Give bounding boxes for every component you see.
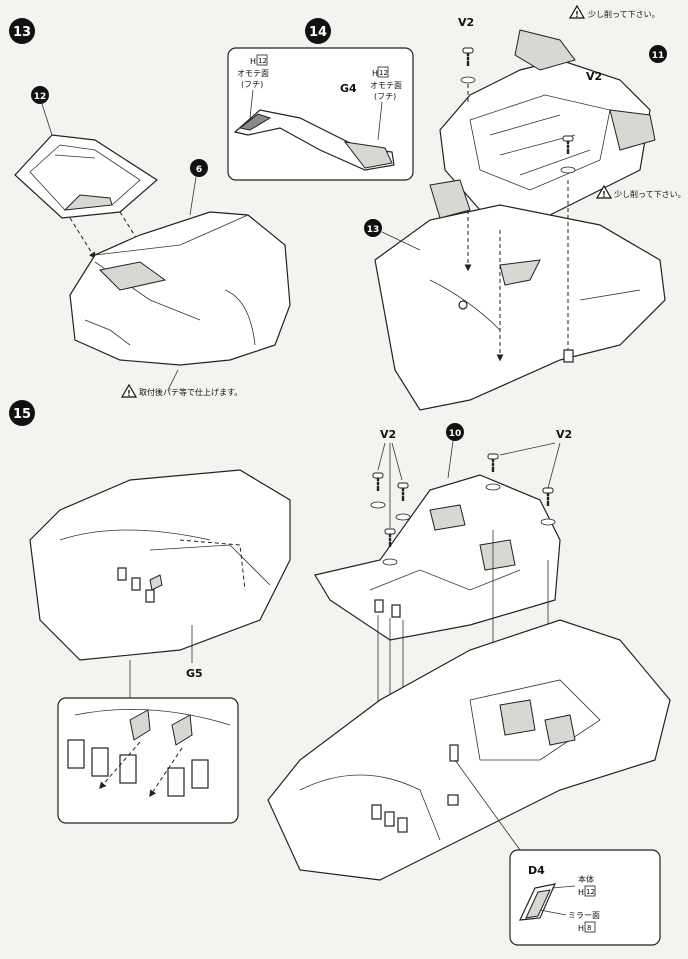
screw-v2-right: V2 xyxy=(560,70,602,174)
svg-text:G5: G5 xyxy=(186,667,203,680)
step-14: 14 G4 H 12 オモテ面 (フチ) H 12 オモテ面 (フチ) xyxy=(227,5,686,411)
svg-text:12: 12 xyxy=(258,57,267,65)
step-15: 15 G5 xyxy=(9,400,671,946)
svg-text:H: H xyxy=(250,57,256,66)
svg-text:12: 12 xyxy=(379,69,388,77)
hood-callout: 12 xyxy=(31,86,53,136)
body-callout: 6 xyxy=(189,159,208,216)
car-body-rear xyxy=(374,179,666,411)
note-13: 取付後パテ等で仕上げます。 xyxy=(121,369,242,399)
note-14-top: 少し削って下さい。 xyxy=(569,5,660,20)
zoom-inset xyxy=(57,697,239,824)
svg-text:オモテ面: オモテ面 xyxy=(370,81,402,90)
note-14-right: 少し削って下さい。 xyxy=(596,185,686,200)
svg-text:10: 10 xyxy=(449,429,462,439)
callout-11: 11 xyxy=(649,45,667,63)
svg-text:V2: V2 xyxy=(556,428,572,441)
callout-10: 10 xyxy=(446,423,464,479)
step-15-badge: 15 xyxy=(9,400,35,426)
hood-part xyxy=(14,134,158,219)
svg-text:本体: 本体 xyxy=(578,874,594,884)
svg-text:14: 14 xyxy=(309,25,327,40)
svg-text:12: 12 xyxy=(34,92,47,102)
svg-text:V2: V2 xyxy=(586,70,602,83)
step-13: 13 12 6 xyxy=(9,18,291,399)
car-body-lower xyxy=(267,619,671,881)
svg-text:G4: G4 xyxy=(340,82,357,95)
svg-text:少し削って下さい。: 少し削って下さい。 xyxy=(588,9,660,19)
inset-d4: D4 本体 H 12 ミラー面 H 8 xyxy=(509,849,661,946)
svg-text:H: H xyxy=(578,888,584,897)
svg-text:オモテ面: オモテ面 xyxy=(237,69,269,78)
svg-text:V2: V2 xyxy=(458,16,474,29)
svg-text:11: 11 xyxy=(652,51,665,61)
svg-text:8: 8 xyxy=(587,924,591,932)
step-13-badge: 13 xyxy=(9,18,35,44)
svg-text:15: 15 xyxy=(13,407,31,422)
inset-g4: G4 H 12 オモテ面 (フチ) H 12 オモテ面 (フチ) xyxy=(227,47,414,181)
screws-v2-left: V2 xyxy=(370,428,411,566)
svg-text:13: 13 xyxy=(367,225,380,235)
svg-text:(フチ): (フチ) xyxy=(374,92,396,101)
screw-v2-left: V2 xyxy=(458,16,476,102)
body-underside-left xyxy=(29,469,291,661)
svg-text:D4: D4 xyxy=(528,864,545,877)
car-body-front xyxy=(69,211,291,366)
callout-13: 13 xyxy=(364,219,421,251)
svg-text:V2: V2 xyxy=(380,428,396,441)
chassis-part-10 xyxy=(314,474,561,641)
svg-text:少し削って下さい。: 少し削って下さい。 xyxy=(614,189,686,199)
svg-text:取付後パテ等で仕上げます。: 取付後パテ等で仕上げます。 xyxy=(139,387,242,397)
screws-v2-right: V2 xyxy=(485,428,572,526)
svg-text:(フチ): (フチ) xyxy=(241,80,263,89)
svg-text:H: H xyxy=(372,69,378,78)
engine-cover-assembly xyxy=(439,29,656,226)
svg-text:6: 6 xyxy=(196,165,202,175)
step-14-badge: 14 xyxy=(305,18,331,44)
svg-text:13: 13 xyxy=(13,25,31,40)
svg-text:ミラー面: ミラー面 xyxy=(568,911,600,920)
svg-text:12: 12 xyxy=(586,888,595,896)
svg-text:H: H xyxy=(578,924,584,933)
